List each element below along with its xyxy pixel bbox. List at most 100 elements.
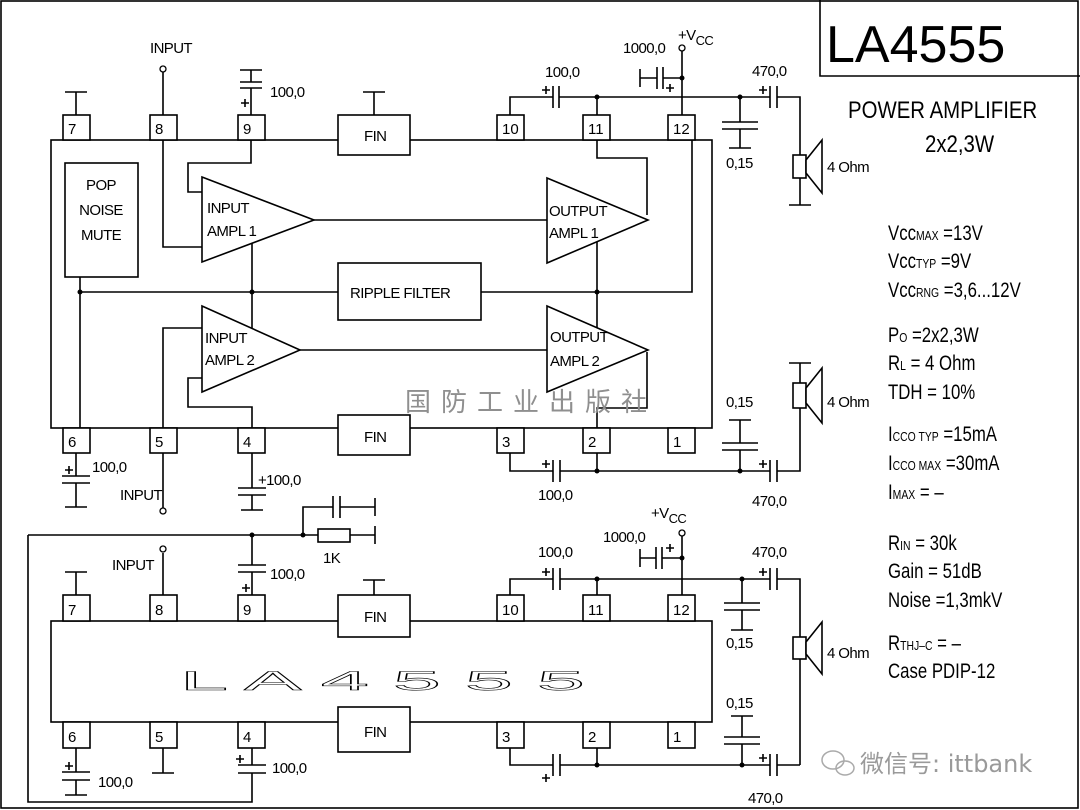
spec-value: PDIP-12	[927, 660, 995, 683]
spec-symbol: R	[888, 632, 900, 655]
pin-number: 9	[243, 602, 251, 619]
spec-symbol: Noise	[888, 589, 931, 612]
fin-label: FIN	[364, 128, 386, 145]
top-circuit: INPUT 100,0 POP NOISE MUTE INPUT AMPL 1 …	[50, 27, 870, 510]
junction-dot	[679, 555, 685, 561]
pin-number: 8	[155, 602, 163, 619]
fin-bottom	[337, 706, 411, 753]
capacitor-icon	[552, 460, 561, 482]
pin-8: 8	[149, 114, 178, 141]
pin-8: 8	[149, 594, 178, 622]
spec-line: RL = 4 Ohm	[888, 352, 975, 375]
output-amp1-triangle	[546, 176, 651, 265]
fin-label: FIN	[364, 429, 386, 446]
spec-value: = –	[932, 632, 961, 655]
polarity-plus-icon	[542, 568, 550, 576]
spec-subscript: RNG	[916, 286, 939, 300]
spec-line: VccRNG =3,6...12V	[888, 279, 1021, 302]
pin-number: 12	[673, 121, 690, 138]
mute-label: MUTE	[81, 227, 122, 244]
pin-box	[582, 594, 611, 622]
pin-12: 12	[667, 594, 696, 622]
spec-symbol: Vcc	[888, 279, 916, 302]
input-label: INPUT	[120, 487, 162, 504]
pin-number: 9	[243, 121, 251, 138]
cap-label: 0,15	[726, 695, 753, 712]
input-amp1-triangle	[201, 175, 317, 264]
terminal-icon	[678, 529, 686, 537]
pin-box	[496, 427, 525, 454]
amp-label: OUTPUT	[550, 329, 609, 346]
spec-line: Noise =1,3mkV	[888, 589, 1003, 612]
terminal-icon	[159, 545, 167, 553]
pin-number: 7	[68, 602, 76, 619]
spec-subscript: MAX	[893, 488, 916, 502]
capacitor-icon	[552, 754, 561, 776]
pin-4: 4	[237, 427, 266, 454]
cap-label: 1000,0	[623, 40, 666, 57]
capacitor-icon	[656, 67, 664, 89]
junction-dot	[77, 289, 83, 295]
fin-label: FIN	[364, 724, 386, 741]
speaker-label: 4 Ohm	[827, 645, 869, 662]
amp-label: INPUT	[205, 330, 247, 347]
pin-box	[62, 114, 91, 141]
pin-1: 1	[667, 427, 696, 454]
capacitor-icon	[332, 496, 341, 518]
spec-line: VccTYP =9V	[888, 250, 972, 273]
terminal-icon	[159, 65, 167, 73]
spec-value: = 4 Ohm	[906, 352, 976, 375]
fin-bottom	[337, 414, 411, 456]
bridge-circuit: L A 4 5 5 5 1K 100,0 INPUT FIN FIN 100,0…	[27, 505, 870, 807]
polarity-plus-icon	[542, 774, 550, 782]
polarity-plus-icon	[542, 460, 550, 468]
junction-dot	[300, 532, 306, 538]
noise-label: NOISE	[79, 202, 123, 219]
spec-subscript: TYP	[916, 257, 936, 271]
spec-value: = 51dB	[923, 560, 981, 583]
pop-noise-mute-block	[64, 162, 139, 278]
pin-10: 10	[496, 594, 525, 622]
cap-label: 100,0	[272, 760, 307, 777]
pin-number: 8	[155, 121, 163, 138]
cap-label: 1000,0	[603, 529, 646, 546]
junction-dot	[739, 762, 745, 768]
chip-title: LA4555	[826, 16, 1005, 74]
input-amp2-triangle	[201, 304, 302, 394]
terminal-icon	[159, 507, 167, 515]
ripple-filter-label: RIPPLE FILTER	[350, 285, 451, 302]
speaker-icon	[792, 154, 807, 179]
spec-line: Case PDIP-12	[888, 660, 995, 683]
speaker-cone-icon	[805, 137, 823, 196]
pin-3: 3	[496, 721, 525, 749]
vcc-label: +VCC	[678, 27, 713, 48]
capacitor-icon	[62, 475, 90, 484]
speaker-cone-icon	[805, 365, 823, 426]
pin-number: 4	[243, 729, 251, 746]
capacitor-icon	[238, 487, 266, 496]
capacitor-icon	[655, 547, 663, 569]
junction-dot	[594, 289, 600, 295]
wechat-icon	[821, 750, 845, 770]
pin-6: 6	[62, 427, 91, 454]
pin-box	[667, 721, 696, 749]
spec-subscript: CCO TYP	[893, 430, 939, 444]
pin-number: 12	[673, 602, 690, 619]
pin-5: 5	[149, 427, 178, 454]
pin-10: 10	[496, 114, 525, 141]
spec-value: =30mA	[941, 452, 1000, 475]
cap-label: 100,0	[98, 774, 133, 791]
pin-number: 3	[502, 729, 510, 746]
cap-label: 100,0	[538, 544, 573, 561]
pin-box	[237, 114, 266, 141]
spec-symbol: I	[888, 452, 893, 475]
spec-symbol: Gain	[888, 560, 923, 583]
capacitor-icon	[240, 81, 262, 89]
spec-symbol: P	[888, 324, 899, 347]
junction-dot	[594, 468, 600, 474]
wechat-id: 微信号: ittbank	[860, 750, 1032, 778]
cap-label: 0,15	[726, 635, 753, 652]
input-label: INPUT	[112, 557, 154, 574]
amp-label: AMPL 2	[550, 353, 599, 370]
junction-dot	[679, 75, 685, 81]
